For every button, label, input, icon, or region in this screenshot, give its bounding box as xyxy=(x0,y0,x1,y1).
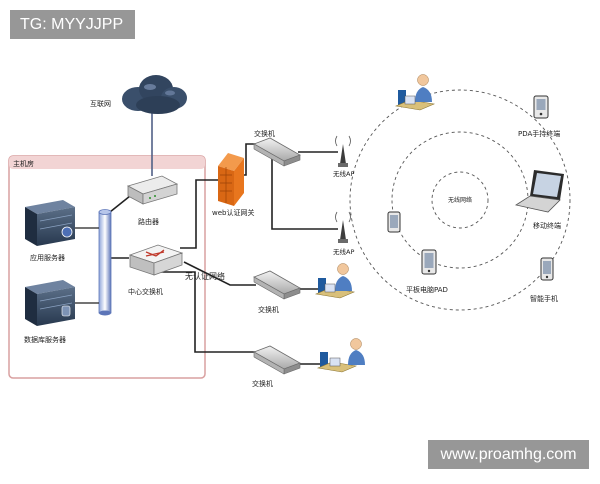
ap-2-label: 无线AP xyxy=(333,247,354,256)
tablet-icon xyxy=(387,211,401,233)
db-server-label: 数据库服务器 xyxy=(24,335,66,344)
watermark-bottom-right: www.proamhg.com xyxy=(428,440,589,469)
web-gateway-label: web认证网关 xyxy=(212,208,254,217)
switch-mid-label: 交换机 xyxy=(258,305,279,314)
database-server-icon xyxy=(25,280,75,326)
switch-top-label: 交换机 xyxy=(254,129,275,138)
lan-room-label: 主机房 xyxy=(13,159,34,168)
link-core-switch-mid xyxy=(183,261,256,286)
watermark-top-left: TG: MYYJJPP xyxy=(10,10,135,39)
lan-room-header xyxy=(9,156,205,169)
switch-icon xyxy=(253,137,301,167)
smartphone-label: 智能手机 xyxy=(530,294,558,303)
core-switch-label: 中心交换机 xyxy=(128,287,163,296)
server-icon xyxy=(25,200,75,246)
wireless-antenna-icon xyxy=(335,135,351,167)
link-switch-ap2 xyxy=(271,156,338,230)
tablet-icon xyxy=(421,249,437,275)
pda-label: PDA手持终端 xyxy=(518,129,560,138)
workstation-user-icon xyxy=(394,74,436,111)
auth-network-label: 无认证网络 xyxy=(185,271,225,281)
link-router-backbone xyxy=(109,195,131,213)
pda-icon xyxy=(533,95,549,119)
backbone-cylinder xyxy=(98,209,112,316)
mobile-terminal-label: 移动终端 xyxy=(533,221,561,230)
workstation-user-icon xyxy=(316,338,365,373)
app-server-label: 应用服务器 xyxy=(30,253,65,262)
switch-bottom-label: 交换机 xyxy=(252,379,273,388)
wireless-net-label: 无线网络 xyxy=(448,196,472,204)
wireless-antenna-icon xyxy=(335,211,351,243)
wireless-range-outer xyxy=(349,89,571,311)
switch-icon xyxy=(253,345,301,375)
tablet-label: 平板电脑PAD xyxy=(406,285,448,294)
link-core-switch-bottom xyxy=(156,271,256,353)
core-switch-icon xyxy=(128,244,184,276)
wireless-range-inner xyxy=(431,171,489,229)
workstation-user-icon xyxy=(314,263,356,299)
switch-icon xyxy=(253,270,301,300)
router-label: 路由器 xyxy=(138,217,159,226)
internet-label: 互联网 xyxy=(90,99,111,108)
cloud-icon xyxy=(122,75,187,114)
ap-1-label: 无线AP xyxy=(333,169,354,178)
firewall-icon xyxy=(218,153,244,206)
laptop-icon xyxy=(514,170,564,213)
router-icon xyxy=(126,175,179,205)
phone-icon xyxy=(540,257,554,281)
link-core-gateway xyxy=(180,179,218,249)
